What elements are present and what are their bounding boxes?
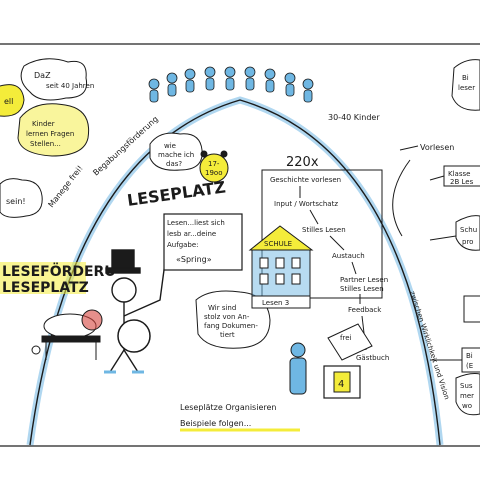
title-line1: LESEFÖRDERU bbox=[2, 262, 116, 280]
daz-years: seit 40 Jahren bbox=[46, 82, 94, 90]
book-label: frei bbox=[340, 334, 351, 342]
right-vorlesen: Vorlesen bbox=[420, 143, 454, 152]
connector-arrow bbox=[392, 159, 411, 237]
kinder-cloud bbox=[17, 103, 90, 157]
right-bi-sub: (E bbox=[466, 362, 473, 370]
hoop-icon bbox=[117, 319, 151, 353]
stolz-line3: fang Dokumen- bbox=[204, 322, 258, 330]
right-top-line1: Bi bbox=[462, 74, 469, 82]
right-klasse: Klasse bbox=[448, 170, 470, 178]
step-3: Stilles Lesen bbox=[302, 226, 346, 234]
daz-label: DaZ bbox=[34, 71, 51, 80]
question-line3: das? bbox=[166, 160, 182, 168]
audience-people-icon bbox=[148, 66, 314, 103]
right-wo: wo bbox=[462, 402, 472, 410]
left-cloud bbox=[0, 178, 43, 218]
school-label: SCHULE bbox=[264, 240, 292, 248]
right-top-bubble bbox=[451, 59, 480, 111]
center-count: 220x bbox=[286, 155, 319, 170]
right-schu: Schu bbox=[460, 226, 477, 234]
vorlesen-arrow bbox=[399, 145, 419, 151]
clock-time-line2: 19oo bbox=[205, 169, 222, 177]
title-line2: LESEPLATZ bbox=[2, 280, 89, 296]
step-5a: Partner Lesen bbox=[340, 276, 388, 284]
right-pro: pro bbox=[462, 238, 473, 246]
kinder-cloud-line2: lernen Fragen bbox=[26, 130, 74, 138]
podium-number: 4 bbox=[338, 379, 344, 390]
left-cloud-text: sein! bbox=[6, 197, 26, 206]
stolz-line4: tiert bbox=[220, 331, 235, 339]
alarm-clock-icon bbox=[199, 150, 229, 183]
right-klasse-sub: 2B Les bbox=[450, 178, 474, 186]
step-6: Feedback bbox=[348, 306, 382, 314]
task-line1: Lesen...liest sich bbox=[167, 219, 225, 227]
step-4: Austauch bbox=[332, 252, 365, 260]
connector-schu bbox=[429, 235, 457, 241]
question-line2: mache ich bbox=[158, 151, 194, 159]
lesen-sign bbox=[251, 295, 311, 309]
kinder-count: 30-40 Kinder bbox=[328, 113, 380, 122]
clock-time-line1: 17- bbox=[208, 160, 220, 168]
right-empty-box bbox=[463, 295, 480, 323]
process-frame bbox=[261, 169, 383, 299]
lion-icon bbox=[31, 309, 103, 360]
title-highlight bbox=[0, 262, 86, 294]
bottom-green-line1: Leseplätze Organisieren bbox=[180, 403, 276, 412]
stolz-line2: stolz von An- bbox=[204, 313, 250, 321]
task-line4: «Spring» bbox=[176, 255, 212, 264]
bottom-green-line2: Beispiele folgen... bbox=[180, 419, 251, 428]
reader-figure-icon bbox=[289, 342, 307, 395]
school-building-icon bbox=[248, 225, 314, 299]
connector-klasse bbox=[429, 175, 445, 181]
question-line1: wie bbox=[164, 142, 176, 150]
right-top-line2: leser bbox=[458, 84, 475, 92]
task-line2: lesb ar...deine bbox=[167, 230, 216, 238]
task-line3: Aufgabe: bbox=[167, 241, 199, 249]
right-schu-bubble bbox=[455, 215, 480, 251]
right-sus-bubble bbox=[455, 373, 480, 416]
kinder-cloud-line3: Stellen... bbox=[30, 140, 61, 148]
kinder-cloud-line1: Kinder bbox=[32, 120, 55, 128]
left-bubble-text: ell bbox=[4, 97, 13, 106]
right-sus: Sus bbox=[460, 382, 473, 390]
left-yellow-bubble bbox=[0, 84, 25, 117]
guestbook-icon bbox=[327, 323, 373, 361]
podium-number-box bbox=[333, 371, 351, 393]
question-cloud bbox=[149, 132, 203, 171]
task-sign bbox=[163, 213, 243, 271]
step-7: Gästbuch bbox=[356, 354, 389, 362]
step-1: Geschichte vorlesen bbox=[270, 176, 341, 184]
step-5b: Stilles Lesen bbox=[340, 285, 384, 293]
daz-bubble bbox=[20, 58, 88, 101]
stolz-line1: Wir sind bbox=[208, 304, 236, 312]
arc-manege-text: Manege frei! bbox=[46, 164, 84, 209]
right-bi: Bi bbox=[466, 352, 473, 360]
lesen-label: Lesen 3 bbox=[262, 299, 289, 307]
step-2: Input / Wortschatz bbox=[274, 200, 338, 208]
right-mer: mer bbox=[460, 392, 474, 400]
